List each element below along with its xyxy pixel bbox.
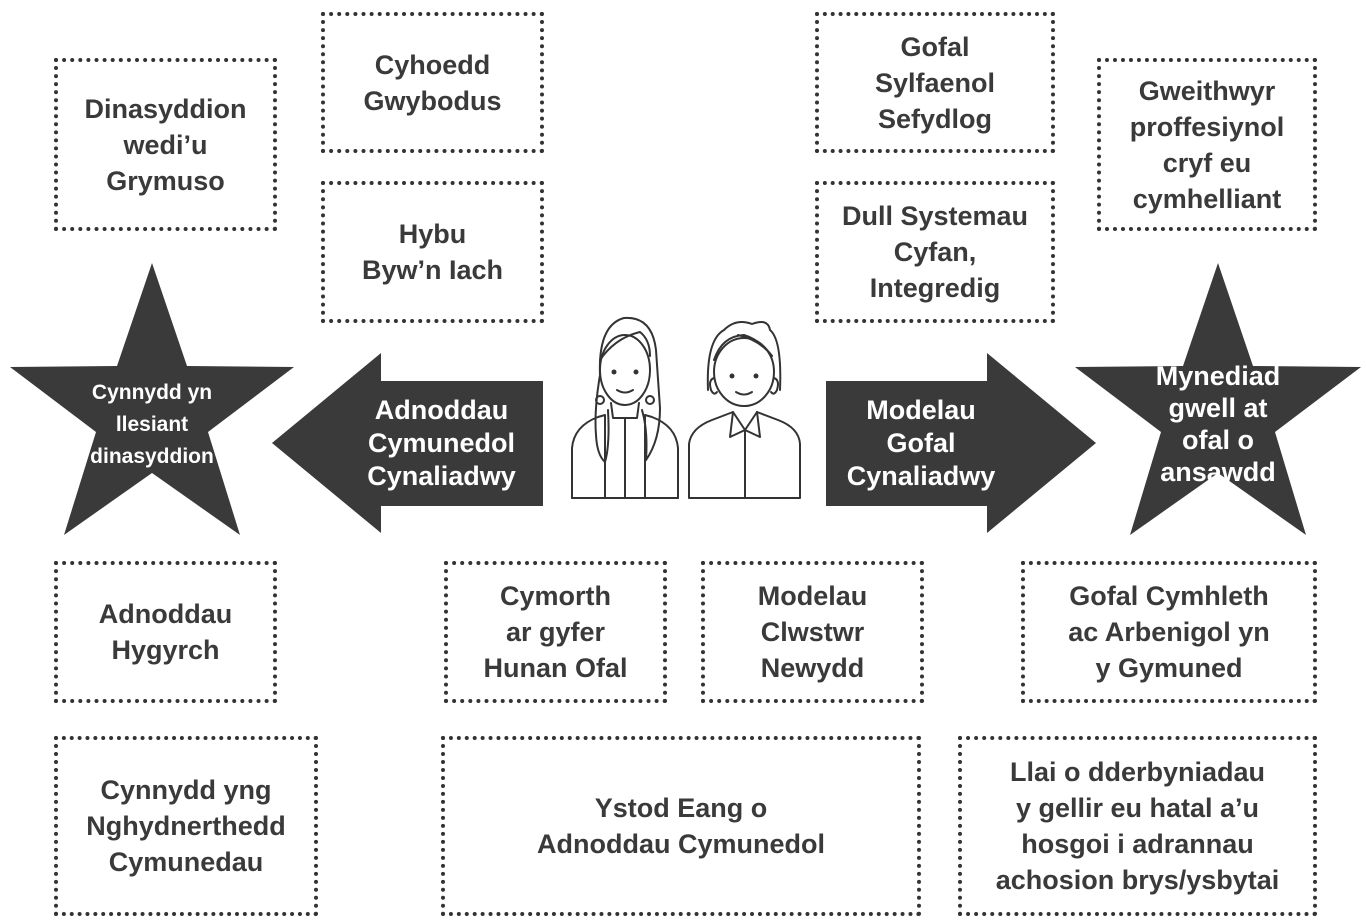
left-star [10, 263, 294, 535]
right-star-text: Mynediad gwell at ofal o ansawdd [1155, 361, 1281, 487]
box-adnoddau-hygyrch-text: Adnoddau Hygyrch [98, 599, 233, 665]
box-cymorth-text: Cymorth ar gyfer Hunan Ofal [483, 581, 628, 683]
box-modelau-clwstwr-text: Modelau Clwstwr Newydd [757, 581, 868, 683]
box-llai-derbyniadau: Llai o dderbyniadau y gellir eu hatal a’… [958, 736, 1317, 916]
box-gofal-sylfaenol-text: Gofal Sylfaenol Sefydlog [874, 31, 996, 134]
box-cynnydd-cydnerthedd: Cynnydd yng Nghydnerthedd Cymunedau [54, 736, 318, 916]
right-arrow [826, 353, 1096, 533]
box-dull-systemau-text: Dull Systemau Cyfan, Integredig [841, 201, 1029, 303]
box-cyhoedd: Cyhoedd Gwybodus [321, 12, 544, 153]
box-dull-systemau: Dull Systemau Cyfan, Integredig [815, 181, 1055, 323]
box-gofal-cymhleth-text: Gofal Cymhleth ac Arbenigol yn y Gymuned [1068, 581, 1270, 683]
left-star-label: Cynnydd yn llesiant dinasyddion [52, 362, 252, 488]
box-dinasyddion: Dinasyddion wedi’u Grymuso [54, 58, 277, 231]
box-gofal-sylfaenol: Gofal Sylfaenol Sefydlog [815, 12, 1055, 153]
left-arrow [272, 353, 543, 533]
box-gweithwyr-text: Gweithwyr proffesiynol cryf eu cymhellia… [1129, 75, 1285, 214]
right-arrow-label: Modelau Gofal Cynaliadwy [826, 381, 1016, 506]
box-cymorth: Cymorth ar gyfer Hunan Ofal [444, 561, 667, 703]
right-arrow-text: Modelau Gofal Cynaliadwy [846, 395, 996, 491]
left-arrow-text: Adnoddau Cymunedol Cynaliadwy [367, 395, 516, 491]
left-arrow-label: Adnoddau Cymunedol Cynaliadwy [340, 381, 543, 506]
box-cynnydd-cydnerthedd-text: Cynnydd yng Nghydnerthedd Cymunedau [86, 775, 286, 877]
box-gofal-cymhleth: Gofal Cymhleth ac Arbenigol yn y Gymuned [1021, 561, 1317, 703]
box-cyhoedd-text: Cyhoedd Gwybodus [363, 49, 502, 116]
box-dinasyddion-text: Dinasyddion wedi’u Grymuso [84, 93, 247, 196]
box-ystod-eang: Ystod Eang o Adnoddau Cymunedol [441, 736, 921, 916]
right-star-label: Mynediad gwell at ofal o ansawdd [1118, 356, 1318, 492]
box-gweithwyr: Gweithwyr proffesiynol cryf eu cymhellia… [1097, 58, 1317, 231]
right-star [1075, 263, 1361, 535]
left-star-text: Cynnydd yn llesiant dinasyddion [90, 381, 214, 468]
box-modelau-clwstwr: Modelau Clwstwr Newydd [701, 561, 924, 703]
woman-icon [571, 316, 679, 499]
box-hybu: Hybu Byw’n Iach [321, 181, 544, 323]
box-llai-derbyniadau-text: Llai o dderbyniadau y gellir eu hatal a’… [995, 757, 1280, 895]
box-hybu-text: Hybu Byw’n Iach [361, 219, 504, 285]
box-ystod-eang-text: Ystod Eang o Adnoddau Cymunedol [537, 793, 825, 859]
man-icon [688, 321, 801, 499]
box-adnoddau-hygyrch: Adnoddau Hygyrch [54, 561, 277, 703]
